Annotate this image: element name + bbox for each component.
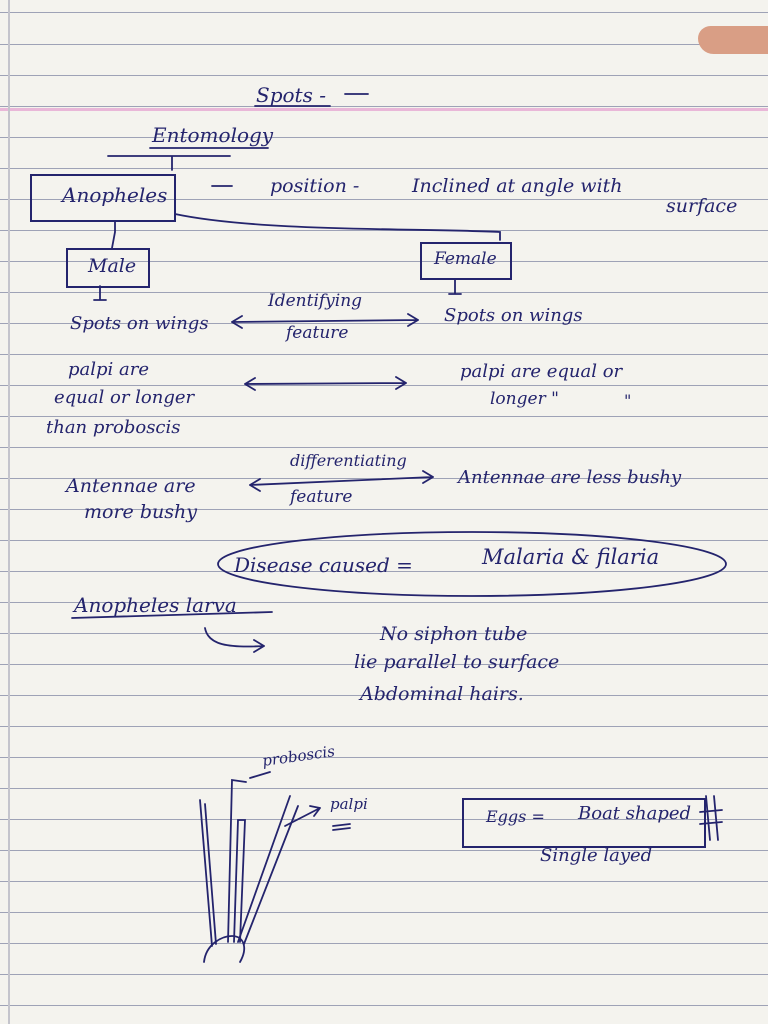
differentiating-line1: differentiating bbox=[290, 451, 407, 470]
female-palpi-line1: palpi are equal or bbox=[460, 361, 623, 382]
eggs-mark bbox=[699, 795, 723, 841]
heading-entomology: Entomology bbox=[152, 123, 274, 147]
differentiating-line2: feature bbox=[290, 487, 353, 507]
diagram-palpi-left bbox=[199, 799, 217, 947]
female-label: Female bbox=[434, 249, 497, 269]
position-label: position - bbox=[270, 175, 360, 197]
larva-label: Anopheles larva bbox=[74, 593, 237, 617]
identifying-arrow bbox=[231, 313, 419, 329]
male-palpi-line2: equal or longer bbox=[54, 387, 195, 408]
anopheles-box bbox=[30, 174, 176, 222]
female-palpi-line2: longer " bbox=[490, 389, 559, 409]
left-margin-line bbox=[8, 0, 10, 1024]
anopheles-to-male bbox=[111, 221, 116, 249]
male-antennae-line2: more bushy bbox=[84, 501, 197, 523]
larva-item-1: No siphon tube bbox=[380, 623, 528, 645]
palpi-pointer bbox=[284, 805, 321, 827]
male-spots: Spots on wings bbox=[70, 313, 209, 334]
diagram-palpi-mid bbox=[233, 819, 246, 943]
disease-label: Disease caused = bbox=[234, 553, 413, 577]
larva-item-2: lie parallel to surface bbox=[354, 651, 560, 673]
palpi-arrow bbox=[244, 376, 407, 391]
larva-underline bbox=[71, 611, 273, 619]
position-value-line2: surface bbox=[666, 195, 738, 217]
male-palpi-line1: palpi are bbox=[68, 359, 149, 380]
diagram-palpi-label: palpi bbox=[330, 795, 368, 813]
eggs-note: Single layed bbox=[540, 845, 653, 866]
female-box bbox=[420, 242, 512, 280]
male-label: Male bbox=[88, 255, 137, 277]
identifying-line1: Identifying bbox=[268, 291, 363, 311]
disease-value: Malaria & filaria bbox=[482, 545, 660, 569]
female-palpi-ditto: " bbox=[624, 391, 632, 410]
female-spots: Spots on wings bbox=[444, 305, 583, 326]
heading-to-anopheles bbox=[107, 155, 231, 171]
male-box bbox=[66, 248, 150, 288]
female-antennae: Antennae are less bushy bbox=[458, 467, 682, 488]
position-value-line1: Inclined at angle with bbox=[412, 175, 623, 197]
palpi-underline bbox=[332, 823, 351, 831]
female-arrow bbox=[448, 279, 462, 295]
anopheles-to-female-curve bbox=[174, 213, 501, 241]
eggs-box bbox=[462, 798, 706, 848]
identifying-line2: feature bbox=[286, 323, 349, 343]
finger-edge bbox=[698, 26, 768, 54]
male-palpi-line3: than proboscis bbox=[46, 417, 181, 438]
larva-item-3: Abdominal hairs. bbox=[360, 683, 524, 705]
male-arrow bbox=[93, 285, 107, 301]
diagram-palpi-right bbox=[237, 795, 299, 945]
disease-ellipse bbox=[217, 531, 727, 597]
larva-arrow bbox=[204, 627, 265, 653]
diagram-head bbox=[203, 935, 246, 963]
proboscis-pointer bbox=[249, 771, 271, 779]
male-antennae-line1: Antennae are bbox=[66, 475, 196, 497]
diagram-proboscis bbox=[227, 778, 247, 943]
differentiating-arrow bbox=[249, 470, 434, 492]
eggs-value: Boat shaped bbox=[578, 803, 692, 824]
page-title: Spots - bbox=[256, 83, 326, 107]
eggs-label: Eggs = bbox=[486, 807, 545, 826]
top-margin-line bbox=[0, 108, 768, 111]
anopheles-label: Anopheles bbox=[62, 183, 168, 207]
